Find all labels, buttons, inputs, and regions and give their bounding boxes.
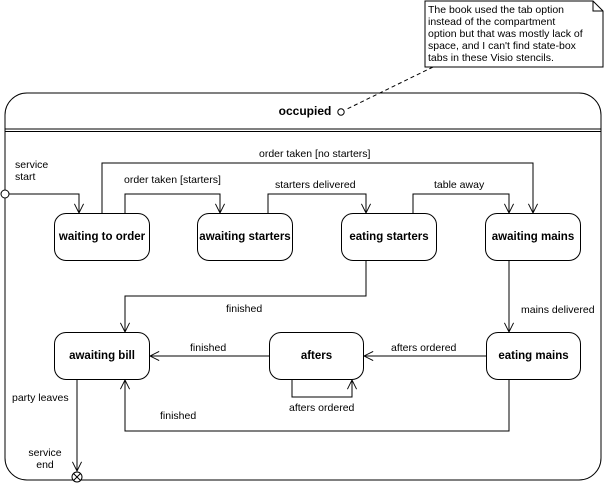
note-line: option but that was mostly lack of	[428, 28, 583, 40]
composite-state-occupied	[4, 92, 602, 481]
state-awaiting-mains: awaiting mains	[485, 213, 581, 261]
label-finished-afters: finished	[190, 342, 227, 354]
label-order-taken-no-starters: order taken [no starters]	[259, 148, 371, 160]
state-afters: afters	[269, 332, 364, 380]
note-anchor-line	[344, 66, 434, 111]
label-finished-starters: finished	[226, 303, 263, 315]
transition-order-taken-no-starters	[101, 162, 533, 213]
label-mains-delivered: mains delivered	[521, 304, 595, 316]
note-anchor-point	[337, 108, 345, 116]
note-line: instead of the compartment	[428, 16, 556, 28]
entry-point	[0, 189, 10, 199]
label-service-end: service end	[28, 447, 62, 471]
note-line: tabs in these Visio stencils.	[428, 52, 554, 64]
state-waiting-to-order: waiting to order	[54, 213, 150, 261]
composite-state-title: occupied	[278, 104, 332, 118]
label-afters-ordered-self: afters ordered	[289, 402, 355, 414]
note-box	[424, 0, 604, 68]
transition-table-away	[412, 193, 509, 213]
state-eating-mains: eating mains	[486, 332, 581, 380]
note-line: space, and I can't find state-box	[428, 40, 576, 52]
state-awaiting-bill: awaiting bill	[54, 332, 150, 380]
label-table-away: table away	[434, 179, 485, 191]
note-line: The book used the tab option	[428, 4, 565, 16]
label-afters-ordered: afters ordered	[391, 342, 457, 354]
transition-starters-delivered	[267, 193, 366, 213]
transition-service-start	[9, 193, 79, 213]
note-text: The book used the tab option instead of …	[428, 4, 596, 64]
exit-point	[71, 471, 83, 483]
label-order-taken-starters: order taken [starters]	[124, 174, 221, 186]
state-awaiting-starters: awaiting starters	[197, 213, 293, 261]
transition-afters-self-loop	[291, 380, 352, 398]
label-starters-delivered: starters delivered	[275, 179, 356, 191]
label-party-leaves: party leaves	[12, 392, 69, 404]
transition-order-taken-starters	[124, 193, 220, 213]
label-service-start: service start	[15, 159, 49, 183]
transition-finished-mains	[125, 380, 510, 432]
state-eating-starters: eating starters	[341, 213, 437, 261]
transition-finished-starters	[125, 261, 367, 332]
label-finished-mains: finished	[160, 410, 197, 422]
